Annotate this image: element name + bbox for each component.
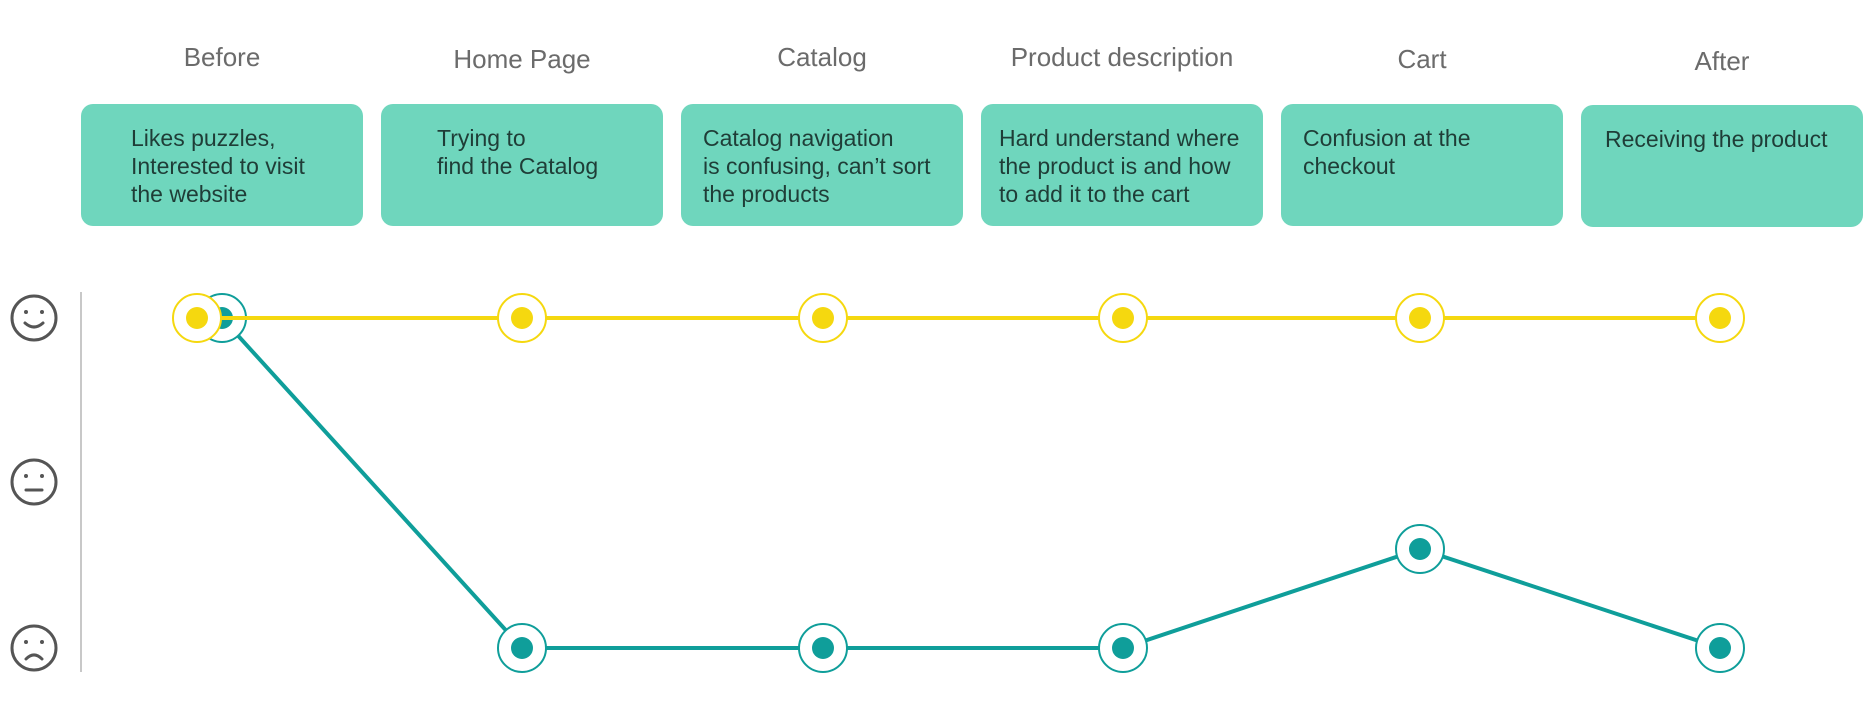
stage-card-cart: Confusion at the checkout bbox=[1281, 104, 1563, 226]
stage-card-after: Receiving the product bbox=[1581, 105, 1863, 227]
card-line: Likes puzzles, bbox=[131, 125, 276, 151]
data-point-home-page bbox=[497, 623, 547, 673]
card-line: is confusing, can’t sort bbox=[703, 153, 931, 179]
stage-title-cart: Cart bbox=[1397, 44, 1447, 74]
stage-card-home-page: Trying to find the Catalog bbox=[381, 104, 663, 226]
stage-title-product-description: Product description bbox=[1010, 42, 1234, 72]
data-point-cart bbox=[1395, 293, 1445, 343]
data-point-after bbox=[1695, 293, 1745, 343]
series-line bbox=[220, 316, 1721, 650]
data-point-catalog bbox=[798, 293, 848, 343]
card-line: to add it to the cart bbox=[999, 181, 1190, 207]
neutral-face-icon bbox=[10, 458, 58, 506]
card-line: checkout bbox=[1303, 153, 1396, 179]
data-point-product-description bbox=[1098, 293, 1148, 343]
stage-title-catalog: Catalog bbox=[777, 42, 867, 72]
card-line: the website bbox=[131, 181, 248, 207]
data-point-before bbox=[172, 293, 222, 343]
card-line: find the Catalog bbox=[437, 153, 599, 179]
sad-face-icon bbox=[10, 624, 58, 672]
stage-title-home-page: Home Page bbox=[453, 44, 591, 74]
data-point-catalog bbox=[798, 623, 848, 673]
stage-card-before: Likes puzzles, Interested to visit the w… bbox=[81, 104, 363, 226]
data-point-product-description bbox=[1098, 623, 1148, 673]
card-line: Receiving the product bbox=[1605, 126, 1828, 152]
card-line: the product is and how bbox=[999, 153, 1231, 179]
card-line: Confusion at the bbox=[1303, 125, 1471, 151]
card-line: Hard understand where bbox=[999, 125, 1240, 151]
card-line: Trying to bbox=[437, 125, 526, 151]
card-line: Catalog navigation bbox=[703, 125, 894, 151]
stage-card-product-description: Hard understand where the product is and… bbox=[981, 104, 1263, 226]
stage-title-before: Before bbox=[183, 42, 261, 72]
stage-title-after: After bbox=[1694, 46, 1750, 76]
smiling-face-icon bbox=[10, 294, 58, 342]
card-line: Interested to visit bbox=[131, 153, 305, 179]
data-point-home-page bbox=[497, 293, 547, 343]
stage-card-catalog: Catalog navigation is confusing, can’t s… bbox=[681, 104, 963, 226]
data-point-after bbox=[1695, 623, 1745, 673]
data-point-cart bbox=[1395, 524, 1445, 574]
card-line: the products bbox=[703, 181, 830, 207]
